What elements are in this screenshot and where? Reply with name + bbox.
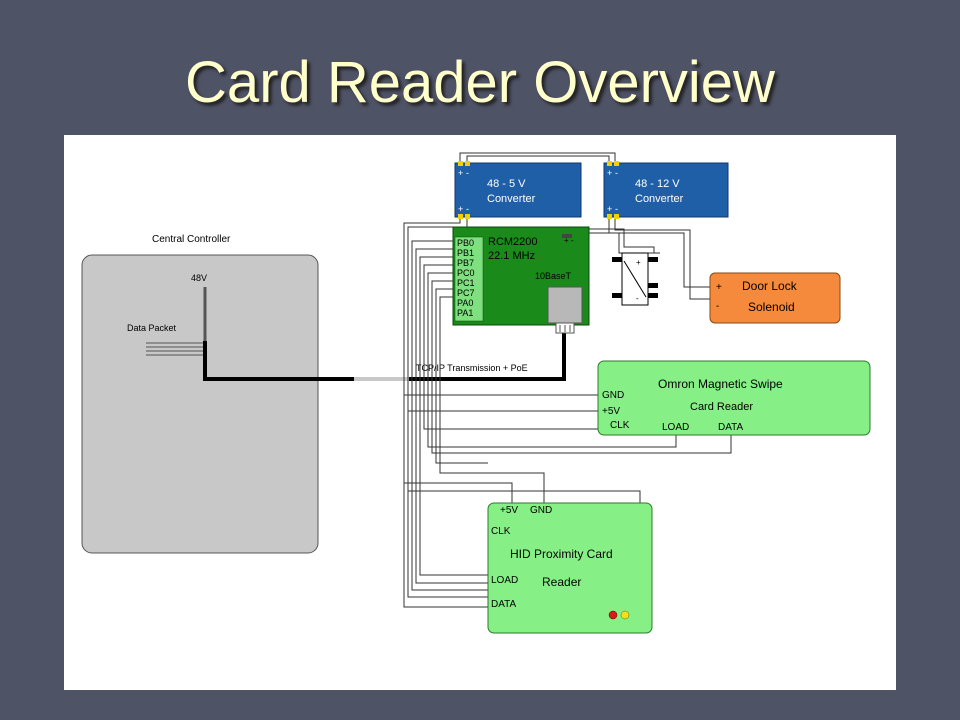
rcm-pin-pb0: PB0 — [457, 238, 474, 248]
omron-gnd: GND — [602, 390, 624, 401]
door-lock-label-2: Solenoid — [748, 300, 795, 314]
rcm-name: RCM2200 — [488, 236, 538, 248]
conv12-plus-bottom: + — [607, 204, 612, 214]
hid-load: LOAD — [491, 575, 518, 586]
conv5-plus-bottom: + — [458, 204, 463, 214]
central-controller: Central Controller 48V Data Packet — [81, 234, 319, 554]
rcm-pin-pa0: PA0 — [457, 298, 473, 308]
door-lock-plus: + — [716, 282, 722, 293]
central-controller-title: Central Controller — [152, 234, 231, 245]
omron-label-2: Card Reader — [690, 401, 753, 413]
slide-title: Card Reader Overview — [185, 50, 775, 115]
rcm-pin-pb1: PB1 — [457, 248, 474, 258]
tcpip-cable: TCP/IP Transmission + PoE — [203, 333, 566, 381]
converter-12v: + - + - 48 - 12 V Converter — [603, 161, 729, 219]
omron-label-1: Omron Magnetic Swipe — [658, 377, 783, 391]
conv12-label-2: Converter — [635, 193, 684, 205]
omron-data: DATA — [718, 422, 744, 433]
signal-wires — [403, 152, 732, 608]
door-lock-solenoid: + - Door Lock Solenoid — [709, 272, 841, 324]
tcpip-label: TCP/IP Transmission + PoE — [416, 363, 528, 373]
rcm-pin-pc7: PC7 — [457, 288, 475, 298]
rcm-pin-pb7: PB7 — [457, 258, 474, 268]
hid-5v: +5V — [500, 505, 518, 516]
door-lock-minus: - — [716, 301, 719, 312]
conv5-label-1: 48 - 5 V — [487, 178, 526, 190]
omron-5v: +5V — [602, 406, 620, 417]
conv5-minus-top: - — [466, 168, 469, 178]
hid-gnd: GND — [530, 505, 552, 516]
label-data-packet: Data Packet — [127, 323, 177, 333]
hid-card-reader: +5V GND CLK HID Proximity Card Reader LO… — [487, 502, 653, 634]
converter-5v: + - + - 48 - 5 V Converter — [454, 161, 582, 219]
relay-icon: + - — [612, 252, 658, 306]
omron-clk: CLK — [610, 420, 630, 431]
door-lock-label-1: Door Lock — [742, 279, 798, 293]
svg-text:-: - — [636, 294, 639, 303]
yellow-led-icon — [620, 610, 630, 620]
svg-text:+: + — [636, 258, 641, 267]
omron-load: LOAD — [662, 422, 689, 433]
omron-card-reader: Omron Magnetic Swipe Card Reader GND +5V… — [597, 360, 871, 436]
label-48v: 48V — [191, 273, 207, 283]
hid-label-1: HID Proximity Card — [510, 547, 613, 561]
hid-clk: CLK — [491, 526, 511, 537]
hid-data: DATA — [491, 599, 517, 610]
conv12-plus-top: + — [607, 168, 612, 178]
rcm-pin-pa1: PA1 — [457, 308, 473, 318]
conv5-plus-top: + — [458, 168, 463, 178]
conv12-label-1: 48 - 12 V — [635, 178, 680, 190]
conv12-minus-bottom: - — [615, 204, 618, 214]
rcm-frequency: 22.1 MHz — [488, 250, 535, 262]
ethernet-jack — [547, 286, 583, 324]
rcm-pin-pc0: PC0 — [457, 268, 475, 278]
red-led-icon — [608, 610, 618, 620]
wiring-diagram: Central Controller 48V Data Packet TCP/I… — [64, 135, 896, 690]
rcm-ethernet-label: 10BaseT — [535, 271, 572, 281]
hid-label-2: Reader — [542, 575, 581, 589]
rcm-pin-pc1: PC1 — [457, 278, 475, 288]
rcm-pm-label: + - — [564, 236, 574, 245]
conv12-minus-top: - — [615, 168, 618, 178]
conv5-label-2: Converter — [487, 193, 536, 205]
conv5-minus-bottom: - — [466, 204, 469, 214]
